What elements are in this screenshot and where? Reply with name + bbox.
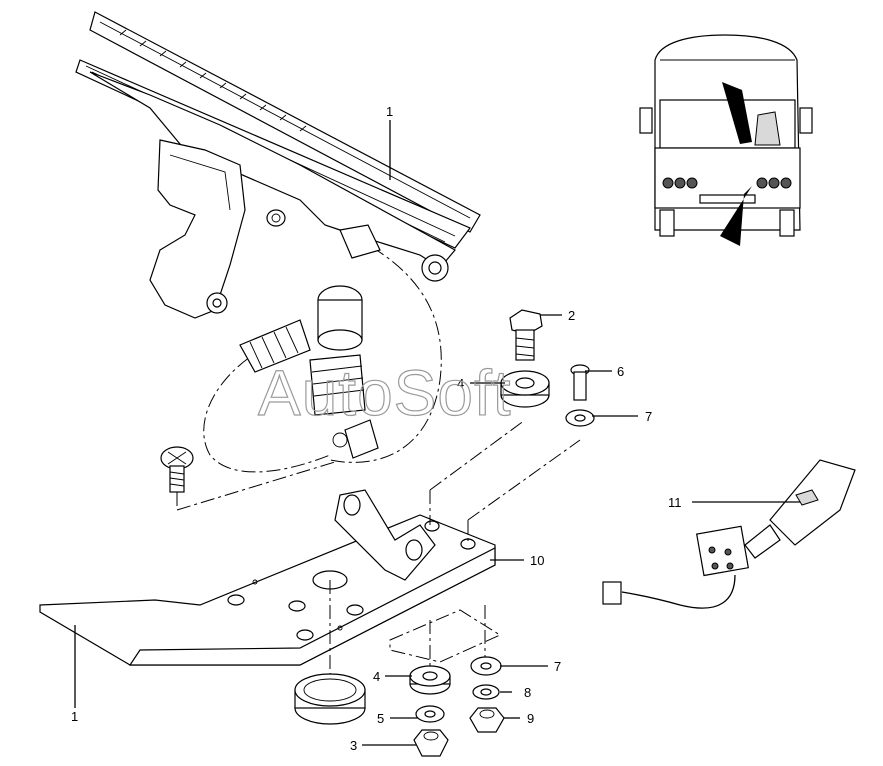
callout-7-top: 7: [645, 409, 652, 424]
sensor-cable: [203, 224, 442, 473]
callout-4-bottom: 4: [373, 669, 380, 684]
watermark: AutoSoft: [258, 357, 512, 429]
washer-7-bottom: [470, 656, 502, 676]
callout-3: 3: [350, 738, 357, 753]
callout-6: 6: [617, 364, 624, 379]
switch-11: [602, 459, 856, 609]
washer-8: [472, 684, 500, 700]
callout-7-bottom: 7: [554, 659, 561, 674]
washer-4-bottom: [409, 665, 451, 695]
pedal-assembly: [75, 11, 481, 319]
callout-5: 5: [377, 711, 384, 726]
bolt-6: [570, 364, 590, 401]
bus-front-view: [639, 34, 813, 246]
washer-5: [415, 705, 445, 723]
callout-1-bottom: 1: [71, 709, 78, 724]
bolt-2: [509, 309, 543, 361]
callout-4-top: 4: [457, 376, 464, 391]
callout-11: 11: [668, 495, 682, 510]
leader-lines: [74, 120, 800, 746]
ring-nut: [294, 673, 366, 725]
callout-8: 8: [524, 685, 531, 700]
washer-7-top: [565, 409, 595, 427]
washer-4-top: [500, 370, 550, 408]
nut-9: [469, 707, 505, 733]
base-plate: [39, 419, 581, 680]
nut-3: [413, 729, 449, 757]
callout-1-top: 1: [386, 104, 393, 119]
callout-2: 2: [568, 308, 575, 323]
callout-10: 10: [530, 553, 544, 568]
screw-left: [160, 446, 336, 511]
callout-9: 9: [527, 711, 534, 726]
